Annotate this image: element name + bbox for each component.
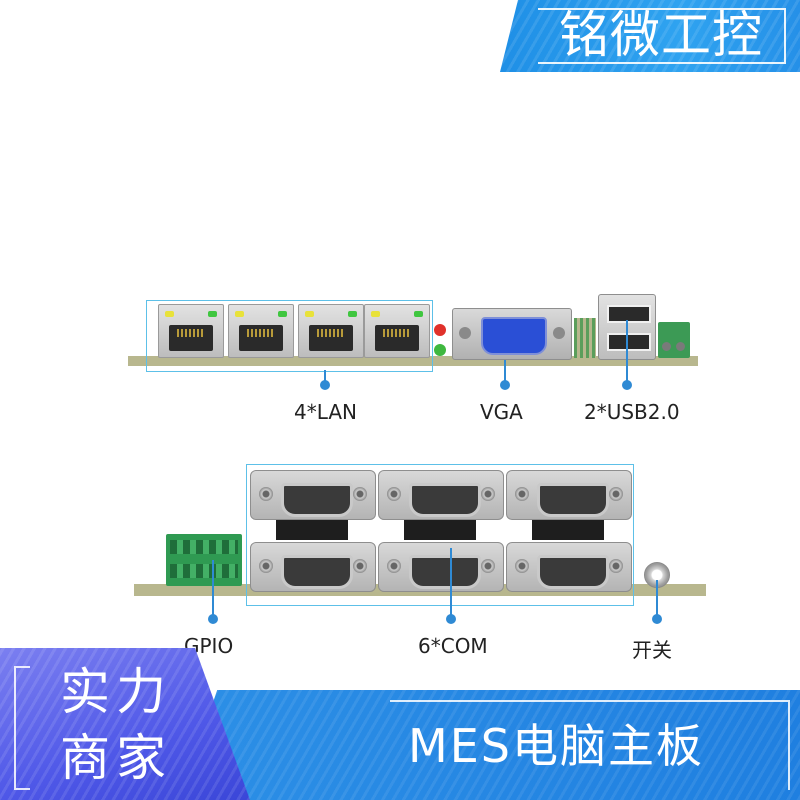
lan-socket bbox=[375, 325, 419, 351]
vga-socket bbox=[481, 317, 547, 355]
banner-frame bbox=[538, 8, 786, 64]
com-callout-line bbox=[450, 548, 452, 620]
gpio-callout-dot bbox=[208, 614, 218, 624]
com-highlight-box bbox=[246, 464, 634, 606]
vga-callout-dot bbox=[500, 380, 510, 390]
vga-callout-line bbox=[504, 360, 506, 384]
power-led-green bbox=[434, 344, 446, 356]
lan-label: 4*LAN bbox=[294, 400, 357, 424]
product-stripes bbox=[180, 690, 800, 800]
com-screw bbox=[481, 559, 495, 573]
com-port-2 bbox=[378, 470, 504, 520]
promo-line-2: 商家 bbox=[60, 729, 172, 787]
com-socket bbox=[409, 555, 481, 589]
lan-led-yellow bbox=[305, 311, 314, 317]
com-screw bbox=[609, 559, 623, 573]
promo-frame bbox=[14, 666, 30, 790]
com-spacer-dark bbox=[404, 520, 476, 540]
com-port-4 bbox=[250, 542, 376, 592]
com-screw bbox=[515, 487, 529, 501]
com-screw bbox=[353, 487, 367, 501]
vga-screw-right bbox=[553, 327, 565, 339]
com-socket bbox=[409, 483, 481, 517]
com-port-6 bbox=[506, 542, 632, 592]
banner-stripes bbox=[500, 0, 800, 72]
usb-label: 2*USB2.0 bbox=[584, 400, 680, 424]
power-terminal-block bbox=[658, 322, 690, 358]
gpio-pin-row bbox=[170, 540, 238, 554]
com-port-5 bbox=[378, 542, 504, 592]
usb-socket-upper bbox=[607, 305, 651, 323]
lan-callout-dot bbox=[320, 380, 330, 390]
lan-led-yellow bbox=[235, 311, 244, 317]
power-led-red bbox=[434, 324, 446, 336]
top-board-edge bbox=[128, 356, 698, 366]
lan-led-green bbox=[414, 311, 423, 317]
terminal-screw bbox=[662, 342, 671, 351]
com-screw bbox=[481, 487, 495, 501]
lan-led-green bbox=[278, 311, 287, 317]
com-label: 6*COM bbox=[418, 634, 488, 658]
lan-led-yellow bbox=[165, 311, 174, 317]
lan-callout-line bbox=[324, 370, 326, 384]
com-screw bbox=[609, 487, 623, 501]
gpio-terminal-block bbox=[166, 534, 242, 586]
lan-port-1 bbox=[158, 304, 224, 358]
promo-line-1: 实力 bbox=[60, 663, 172, 721]
com-screw bbox=[387, 559, 401, 573]
lan-highlight-box bbox=[146, 300, 433, 372]
com-screw bbox=[387, 487, 401, 501]
brand-banner: 铭微工控 bbox=[500, 0, 800, 72]
com-spacer-dark bbox=[532, 520, 604, 540]
lan-socket bbox=[239, 325, 283, 351]
com-callout-dot bbox=[446, 614, 456, 624]
com-socket bbox=[281, 555, 353, 589]
usb-callout-line bbox=[626, 320, 628, 384]
lan-port-3 bbox=[298, 304, 364, 358]
gpio-callout-line bbox=[212, 560, 214, 620]
com-port-3 bbox=[506, 470, 632, 520]
vga-screw-left bbox=[459, 327, 471, 339]
lan-led-green bbox=[208, 311, 217, 317]
switch-callout-dot bbox=[652, 614, 662, 624]
terminal-screw bbox=[676, 342, 685, 351]
com-spacer-dark bbox=[276, 520, 348, 540]
lan-socket bbox=[169, 325, 213, 351]
lan-port-2 bbox=[228, 304, 294, 358]
switch-callout-line bbox=[656, 580, 658, 620]
product-frame bbox=[390, 700, 790, 790]
lan-led-yellow bbox=[371, 311, 380, 317]
com-screw bbox=[515, 559, 529, 573]
com-socket bbox=[537, 555, 609, 589]
brand-name: 铭微工控 bbox=[559, 6, 763, 64]
board-header-pins bbox=[574, 318, 596, 358]
com-port-1 bbox=[250, 470, 376, 520]
switch-label: 开关 bbox=[632, 638, 672, 662]
product-banner: MES电脑主板 bbox=[180, 690, 800, 800]
com-screw bbox=[259, 559, 273, 573]
com-screw bbox=[259, 487, 273, 501]
gpio-pin-row bbox=[170, 564, 238, 578]
vga-port bbox=[452, 308, 572, 360]
usb-callout-dot bbox=[622, 380, 632, 390]
usb-socket-lower bbox=[607, 333, 651, 351]
com-socket bbox=[537, 483, 609, 517]
lan-port-4 bbox=[364, 304, 430, 358]
vga-label: VGA bbox=[480, 400, 523, 424]
com-socket bbox=[281, 483, 353, 517]
product-title: MES电脑主板 bbox=[408, 719, 704, 773]
promo-banner: 实力 商家 bbox=[0, 648, 250, 800]
lan-socket bbox=[309, 325, 353, 351]
lan-led-green bbox=[348, 311, 357, 317]
com-screw bbox=[353, 559, 367, 573]
